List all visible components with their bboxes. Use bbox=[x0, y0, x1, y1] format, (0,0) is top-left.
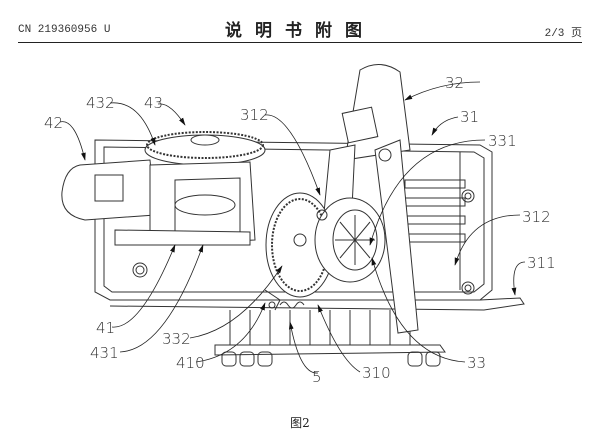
page-title: 说明书附图 bbox=[225, 21, 375, 41]
label-33: 33 bbox=[467, 354, 486, 372]
left-motor bbox=[61, 159, 156, 278]
label-5: 5 bbox=[312, 368, 322, 386]
label-312-top: 312 bbox=[240, 106, 269, 124]
gear-assembly bbox=[114, 131, 266, 246]
label-31: 31 bbox=[460, 108, 479, 126]
label-310: 310 bbox=[362, 364, 391, 382]
figure-caption: 图2 bbox=[290, 416, 310, 430]
label-42: 42 bbox=[44, 114, 63, 132]
label-331: 331 bbox=[488, 132, 517, 150]
spring bbox=[264, 289, 305, 311]
label-432: 432 bbox=[86, 94, 115, 112]
bracket-plate bbox=[374, 139, 419, 334]
label-32: 32 bbox=[445, 74, 464, 92]
drive-wheel bbox=[265, 192, 386, 298]
label-410: 410 bbox=[176, 354, 205, 372]
label-311: 311 bbox=[527, 254, 556, 272]
bottom-rack bbox=[214, 310, 446, 367]
label-332: 332 bbox=[162, 330, 191, 348]
publication-number: CN 219360956 U bbox=[18, 24, 111, 36]
label-312-right: 312 bbox=[522, 208, 551, 226]
page-number: 2/3 页 bbox=[544, 28, 582, 40]
label-43: 43 bbox=[144, 94, 163, 112]
label-431: 431 bbox=[90, 344, 119, 362]
reference-labels: 42 432 43 312 32 31 331 312 311 41 431 3… bbox=[44, 74, 556, 386]
label-41: 41 bbox=[96, 319, 115, 337]
header-divider bbox=[18, 42, 582, 43]
leader-lines bbox=[59, 81, 526, 374]
